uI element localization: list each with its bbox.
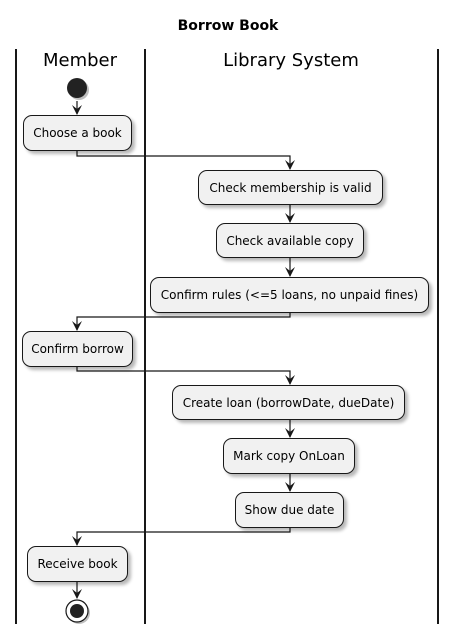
diagram-title: Borrow Book: [177, 18, 279, 34]
swimlane-border-middle: [144, 49, 146, 624]
edge-choose-to-check-membership: [76, 151, 295, 170]
swimlane-title-member: Member: [42, 50, 118, 71]
swimlane-border-right: [437, 49, 439, 624]
activity-confirm-rules: Confirm rules (<=5 loans, no unpaid fine…: [150, 277, 429, 313]
activity-confirm-borrow: Confirm borrow: [22, 331, 133, 367]
edge-show-to-receive: [72, 528, 291, 546]
activity-show-due-date: Show due date: [235, 492, 344, 528]
swimlane-title-library-system: Library System: [223, 50, 359, 71]
edge-rules-to-confirm-borrow: [72, 313, 291, 331]
end-node-core: [70, 604, 84, 618]
activity-check-membership: Check membership is valid: [198, 170, 383, 205]
activity-check-available-copy: Check available copy: [216, 223, 364, 258]
activity-mark-copy-onloan: Mark copy OnLoan: [223, 438, 355, 474]
activity-receive-book: Receive book: [27, 546, 128, 582]
edge-confirm-to-create-loan: [76, 367, 295, 385]
swimlane-border-left: [15, 49, 17, 624]
start-node: [67, 78, 87, 98]
activity-choose-a-book: Choose a book: [23, 115, 132, 151]
activity-create-loan: Create loan (borrowDate, dueDate): [172, 385, 405, 420]
